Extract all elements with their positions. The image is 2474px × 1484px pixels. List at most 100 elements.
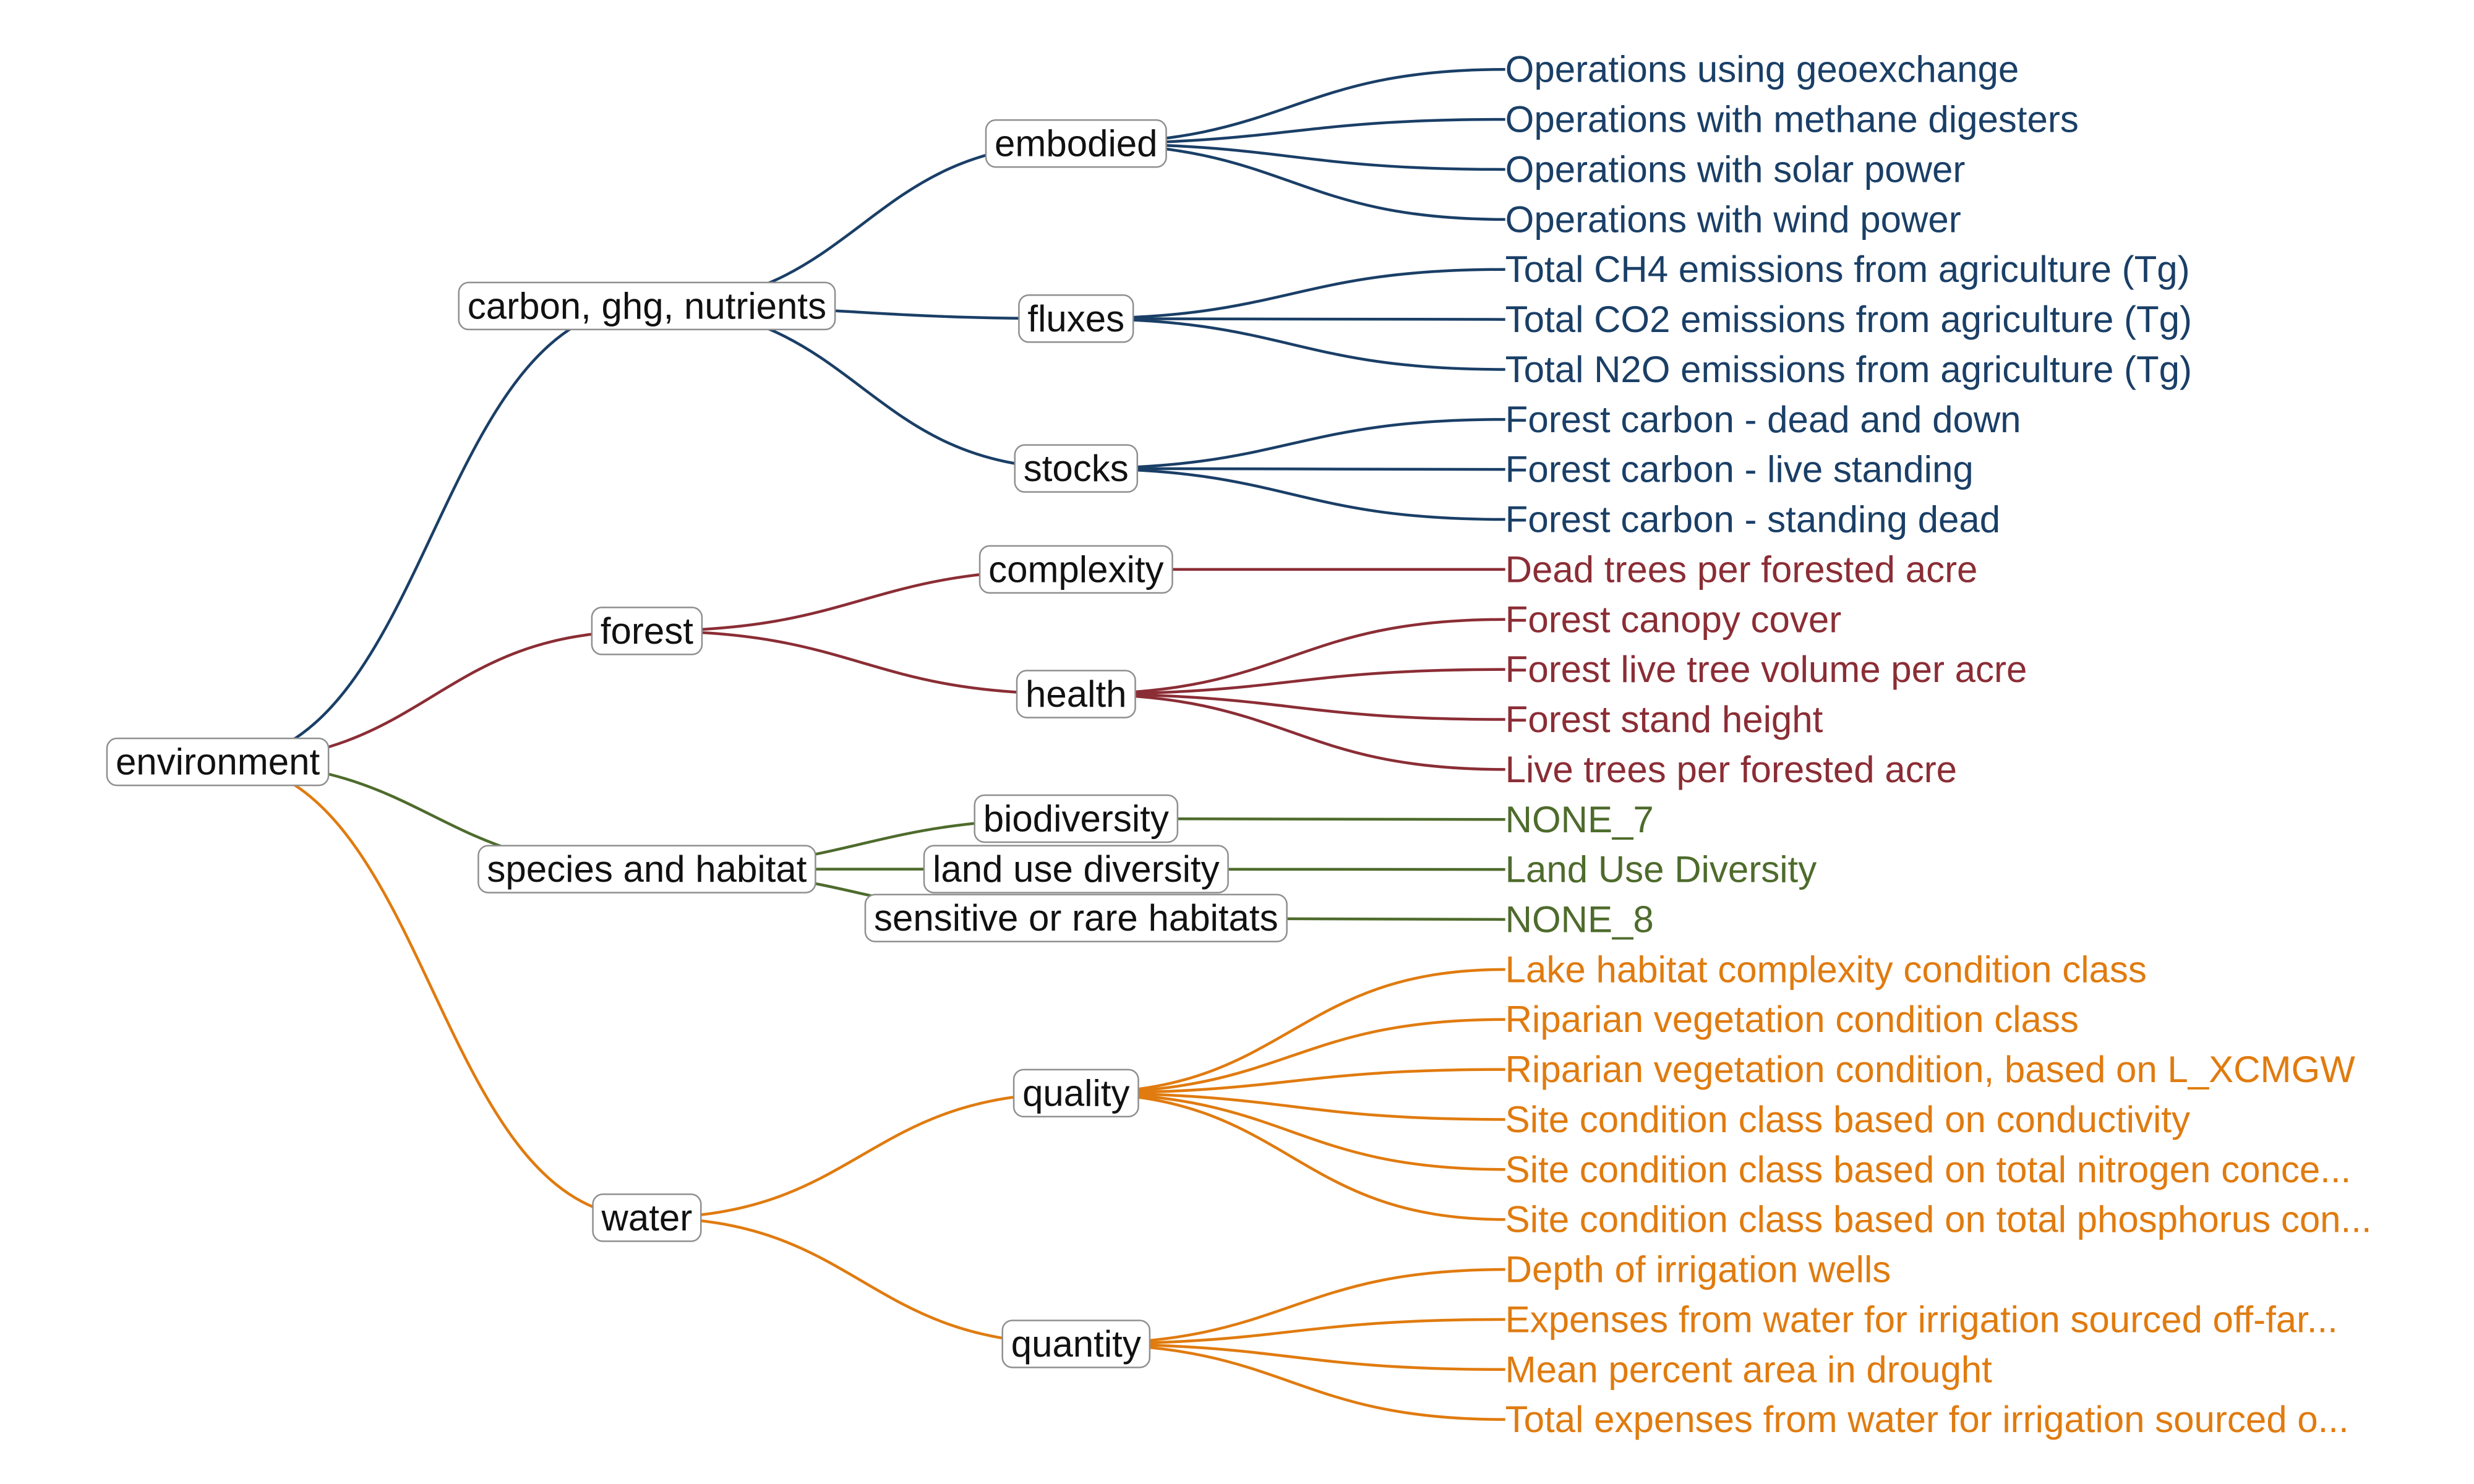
link-leaf <box>1076 1091 1505 1171</box>
leaf-label: Site condition class based on total phos… <box>1505 1199 2372 1240</box>
leaf-label: Forest carbon - live standing <box>1505 449 1974 490</box>
node-box <box>1014 444 1139 493</box>
node-box <box>1001 1320 1151 1368</box>
node-fluxes: fluxes <box>1018 294 1134 343</box>
node-sensitive-or-rare-habitats: sensitive or rare habitats <box>864 893 1288 942</box>
node-carbon-ghg-nutrients: carbon, ghg, nutrients <box>458 281 836 331</box>
link-leaf <box>1076 1268 1505 1345</box>
node-box <box>1012 1068 1139 1118</box>
node-label: sensitive or rare habitats <box>874 897 1278 939</box>
leaf-label: Land Use Diversity <box>1505 849 1817 890</box>
node-box <box>923 845 1229 893</box>
node-box <box>1018 294 1134 343</box>
leaf-label: NONE_7 <box>1505 799 1654 840</box>
link-leaf <box>1076 693 1505 771</box>
node-land-use-diversity: land use diversity <box>923 845 1229 893</box>
node-quality: quality <box>1012 1068 1139 1118</box>
leaf-label: Site condition class based on total nitr… <box>1505 1149 2352 1190</box>
link-leaf <box>1076 618 1505 696</box>
node-quantity: quantity <box>1001 1320 1151 1368</box>
link-quality <box>646 1091 1076 1219</box>
leaf-label: Forest carbon - standing dead <box>1505 499 2000 540</box>
tree-links <box>218 67 1505 1421</box>
link-leaf <box>1076 668 1505 696</box>
link-leaf <box>1076 418 1505 470</box>
node-species-and-habitat: species and habitat <box>477 845 816 893</box>
leaf-label: Depth of irrigation wells <box>1505 1249 1891 1290</box>
link-leaf <box>1076 1068 1505 1095</box>
link-leaf <box>1076 1318 1505 1345</box>
node-health: health <box>1016 670 1136 719</box>
link-leaf <box>1076 968 1505 1095</box>
node-label: environment <box>116 741 320 783</box>
node-box <box>477 845 816 893</box>
link-leaf <box>1076 1091 1505 1121</box>
link-leaf <box>1076 1018 1505 1095</box>
node-label: land use diversity <box>933 848 1220 890</box>
leaf-label: Operations with wind power <box>1505 198 1961 240</box>
link-leaf <box>1076 1091 1505 1221</box>
node-box <box>974 794 1179 843</box>
node-label: species and habitat <box>487 848 807 890</box>
node-box <box>864 893 1288 942</box>
leaf-label: Riparian vegetation condition class <box>1505 999 2079 1040</box>
leaf-label: Site condition class based on conductivi… <box>1505 1099 2190 1140</box>
node-label: fluxes <box>1027 298 1124 339</box>
leaf-label: Dead trees per forested acre <box>1505 548 1978 590</box>
link-root-water <box>218 760 647 1219</box>
leaf-label: Expenses from water for irrigation sourc… <box>1505 1298 2338 1340</box>
link-leaf <box>1076 1342 1505 1421</box>
link-leaf <box>1076 1342 1505 1371</box>
leaf-label: Forest stand height <box>1505 699 1823 740</box>
leaf-label: Operations with solar power <box>1505 148 1966 190</box>
leaf-label: Forest carbon - dead and down <box>1505 399 2021 440</box>
tree-nodes: embodied fluxes stocks carbon, ghg, nutrien… <box>106 119 1288 1368</box>
node-box <box>458 281 836 331</box>
node-label: forest <box>601 610 693 652</box>
link-embodied <box>646 142 1076 308</box>
node-box <box>1016 670 1136 719</box>
leaf-label: NONE_8 <box>1505 898 1654 940</box>
leaf-label: Forest live tree volume per acre <box>1505 649 2027 690</box>
node-box <box>106 737 330 787</box>
node-label: quantity <box>1011 1323 1141 1365</box>
node-stocks: stocks <box>1014 444 1139 493</box>
leaf-label: Operations using geoexchange <box>1505 49 2019 90</box>
node-label: embodied <box>995 123 1158 164</box>
node-label: carbon, ghg, nutrients <box>468 285 826 326</box>
node-label: health <box>1025 673 1126 715</box>
node-box <box>592 1193 702 1242</box>
leaf-label: Total CH4 emissions from agriculture (Tg… <box>1505 249 2190 290</box>
leaf-label: Riparian vegetation condition, based on … <box>1505 1049 2355 1090</box>
node-embodied: embodied <box>985 119 1167 168</box>
link-leaf <box>1076 317 1505 321</box>
node-label: quality <box>1022 1072 1129 1114</box>
node-forest: forest <box>591 607 703 655</box>
link-health <box>646 629 1076 696</box>
leaf-label: Total expenses from water for irrigation… <box>1505 1399 2349 1440</box>
link-leaf <box>1076 467 1505 521</box>
leaf-label: Total N2O emissions from agriculture (Tg… <box>1505 349 2192 390</box>
link-leaf <box>1076 317 1505 371</box>
leaf-label: Forest canopy cover <box>1505 599 1842 640</box>
node-water: water <box>592 1193 702 1242</box>
node-box <box>591 607 703 655</box>
link-leaf <box>1076 693 1505 721</box>
leaf-label: Operations with methane digesters <box>1505 99 2079 140</box>
leaf-label: Lake habitat complexity condition class <box>1505 949 2147 990</box>
link-quantity <box>646 1216 1076 1345</box>
leaf-label: Total CO2 emissions from agriculture (Tg… <box>1505 299 2192 340</box>
link-leaf <box>1076 268 1505 320</box>
node-box <box>985 119 1167 168</box>
node-environment: environment <box>106 737 330 787</box>
link-stocks <box>646 304 1076 470</box>
leaf-label: Live trees per forested acre <box>1505 749 1957 790</box>
node-label: water <box>601 1197 693 1239</box>
node-box <box>978 545 1173 594</box>
node-label: biodiversity <box>983 798 1169 839</box>
link-root-carbon-ghg-nutrients <box>218 304 647 764</box>
node-label: complexity <box>988 548 1163 590</box>
leaf-label: Mean percent area in drought <box>1505 1349 1993 1390</box>
